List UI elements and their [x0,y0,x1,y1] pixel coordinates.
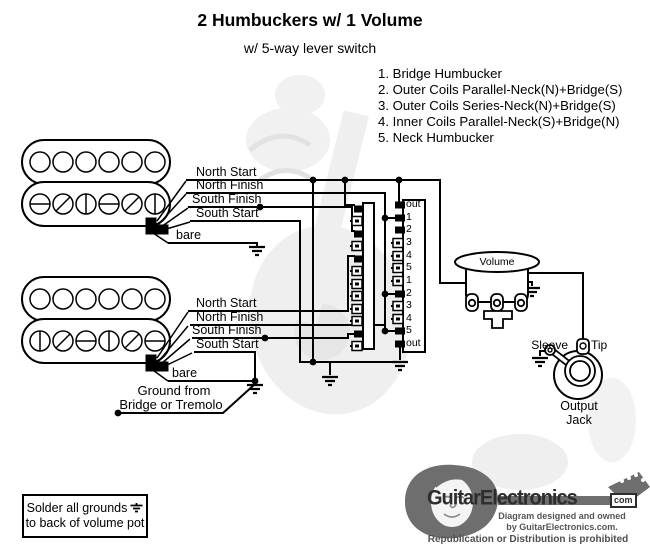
switch-terminal-1b: 1 [406,274,412,286]
solder-note-line1: Solder all grounds [26,501,128,515]
solder-note-line2: to back of volume pot [25,516,145,530]
switch-terminal-2a: 2 [406,223,412,235]
bridge-north-start-label: North Start [196,296,257,310]
output-jack [544,338,603,400]
neck-south-start-label: South Start [196,206,259,220]
switch-terminal-3a: 3 [406,236,412,248]
volume-pot-lugs [465,293,528,312]
wire-neck-north-finish [186,192,386,331]
wire-bridge-south-finish [192,333,355,339]
tremolo-ground-note-line2: Bridge or Tremolo [119,397,223,412]
pickup-neck-humbucker [21,139,171,235]
logo-domain-badge: com [610,493,637,508]
neck-pole-pieces [29,151,166,215]
jack-tip-label: Tip [591,338,608,352]
page-title: 2 Humbuckers w/ 1 Volume [197,10,423,30]
switch-position-1: 1. Bridge Humbucker [378,66,502,81]
five-way-lever-switch [349,199,426,353]
output-jack-caption-line2: Jack [566,413,592,427]
wire-bridge-south-start [194,351,256,381]
page-subtitle: w/ 5-way lever switch [243,40,377,56]
logo-warning-text: Republication or Distribution is prohibi… [427,534,629,545]
switch-terminal-5b: 5 [406,324,412,336]
ground-icon [130,503,143,513]
switch-terminal-5a: 5 [406,261,412,273]
neck-north-finish-label: North Finish [196,178,264,192]
neck-wire-connector [145,217,169,235]
switch-terminal-3b: 3 [406,299,412,311]
neck-bare-label: bare [176,228,202,242]
switch-position-5: 5. Neck Humbucker [378,130,494,145]
switch-position-2: 2. Outer Coils Parallel-Neck(N)+Bridge(S… [378,82,623,97]
bridge-north-finish-label: North Finish [196,310,264,324]
jack-sleeve-label: Sleeve [531,338,568,352]
logo-brand-text: GuitarElectronics [427,486,578,510]
wire-bridge-north-start [188,255,355,312]
logo-credit-line1: Diagram designed and owned [498,511,626,521]
wire-sleeve-ground [539,350,546,356]
output-jack-caption-line1: Output [560,399,598,413]
wire-tremolo-ground [118,383,256,414]
logo-credit-line2: by GuitarElectronics.com. [506,522,618,532]
volume-pot-label: Volume [479,256,515,268]
bridge-wire-connector [145,354,169,372]
solder-junction-dots [114,176,525,417]
bridge-pole-pieces [29,288,166,352]
volume-pot [454,251,540,329]
volume-pot-bracket [483,310,513,329]
switch-terminal-1a: 1 [406,211,412,223]
switch-terminal-4b: 4 [406,312,412,324]
switch-position-4: 4. Inner Coils Parallel-Neck(S)+Bridge(N… [378,114,620,129]
switch-terminal-out-bottom: out [406,337,421,349]
pickup-bridge-humbucker [21,276,171,372]
bridge-south-finish-label: South Finish [192,323,262,337]
tremolo-ground-note-line1: Ground from [137,383,211,398]
wire-neck-bare [168,242,258,246]
switch-position-3: 3. Outer Coils Series-Neck(N)+Bridge(S) [378,98,616,113]
logo-art [404,464,650,539]
wire-neck-south-start-ground-rail [190,220,400,363]
bridge-bare-label: bare [172,366,198,380]
bridge-south-start-label: South Start [196,337,259,351]
switch-terminal-4a: 4 [406,249,412,261]
switch-terminal-out-top: out [406,198,421,210]
neck-north-start-label: North Start [196,165,257,179]
wires [118,179,584,414]
neck-south-finish-label: South Finish [192,192,262,206]
switch-terminal-2b: 2 [406,287,412,299]
solder-note-box: Solder all grounds to back of volume pot [22,494,148,538]
